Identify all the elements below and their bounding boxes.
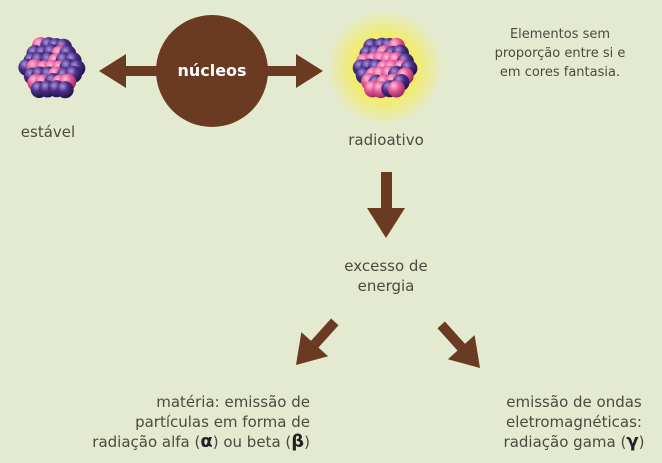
waves-line3-start: radiação gama (	[503, 433, 627, 451]
arrow-to-radioactive	[267, 54, 323, 88]
arrow-to-matter	[296, 318, 339, 365]
waves-line3-end: )	[638, 433, 645, 451]
hub-label: núcleos	[177, 61, 247, 80]
note-text: Elementos sem proporção entre si e em co…	[470, 25, 650, 82]
waves-line: emissão de ondas	[506, 393, 642, 411]
arrow-to-waves	[437, 321, 480, 368]
matter-line: matéria: emissão de	[156, 393, 310, 411]
radioactive-label: radioativo	[348, 131, 424, 149]
matter-emission-text: matéria: emissão de partículas em forma …	[40, 392, 310, 452]
waves-line: eletromagnéticas:	[506, 413, 642, 431]
neutron	[56, 81, 74, 99]
stable-label: estável	[20, 123, 76, 141]
matter-line: partículas em forma de	[135, 413, 310, 431]
waves-emission-text: emissão de ondas eletromagnéticas: radia…	[486, 392, 662, 452]
beta-symbol: β	[291, 431, 305, 452]
matter-line: radiação alfa (α) ou beta (β)	[40, 432, 310, 452]
waves-line: radiação gama (γ)	[486, 432, 662, 452]
arrow-to-excess	[367, 172, 405, 238]
hub-circle	[156, 15, 268, 127]
note-line: proporção entre si e	[494, 46, 626, 61]
note-line: em cores fantasia.	[499, 65, 621, 80]
note-line: Elementos sem	[509, 27, 611, 42]
arrow-to-stable	[99, 54, 157, 88]
excess-energy-label: excesso de energia	[330, 256, 442, 296]
matter-line3-start: radiação alfa (	[92, 433, 201, 451]
radioactive-nucleus	[352, 37, 418, 99]
excess-line: energia	[357, 277, 415, 295]
matter-line3-mid: ) ou beta (	[212, 433, 292, 451]
proton	[387, 80, 405, 98]
stable-nucleus	[18, 37, 86, 99]
excess-line: excesso de	[344, 257, 428, 275]
gamma-symbol: γ	[626, 431, 639, 452]
matter-line3-end: )	[304, 433, 310, 451]
alpha-symbol: α	[200, 431, 213, 452]
